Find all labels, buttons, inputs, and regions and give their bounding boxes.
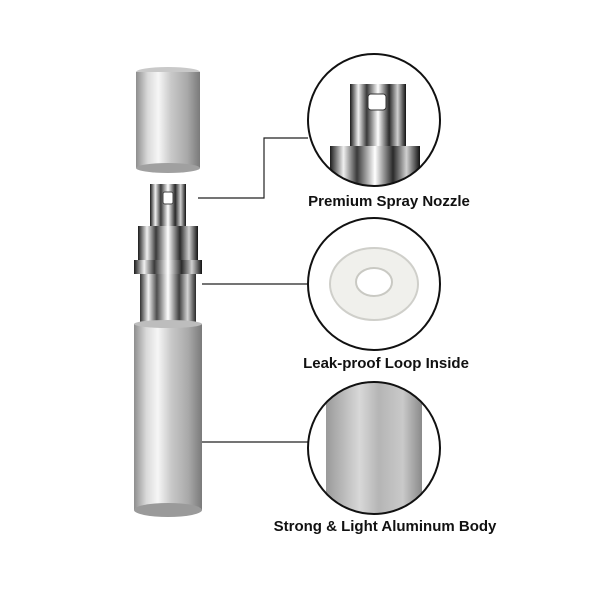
perfume-atomizer-icon: [134, 67, 202, 517]
feature-label-loop: Leak-proof Loop Inside: [303, 355, 469, 372]
sealing-ring-icon: [307, 217, 441, 351]
aluminum-body: [134, 320, 202, 517]
feature-label-nozzle: Premium Spray Nozzle: [308, 193, 470, 210]
aluminum-body-icon: [307, 381, 441, 515]
feature-label-body: Strong & Light Aluminum Body: [273, 518, 497, 535]
callout-line-nozzle: [198, 137, 308, 199]
spray-nozzle-icon: [307, 53, 441, 187]
cap: [136, 67, 200, 173]
spray-nozzle: [134, 184, 202, 324]
callout-lines: [198, 137, 308, 443]
